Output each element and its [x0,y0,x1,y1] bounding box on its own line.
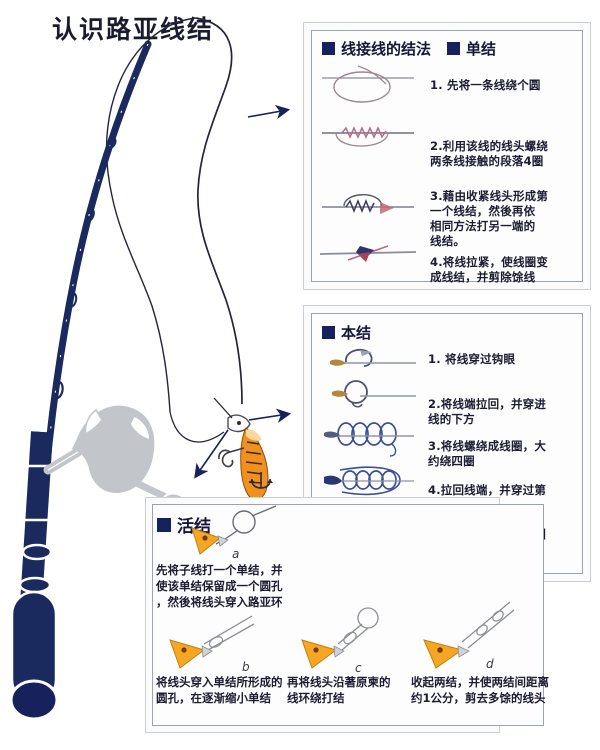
panel-a-heading-1: 线接线的结法 [322,38,431,59]
panel-a-heading-2: 单结 [447,38,496,59]
figure-main-knot-step1 [330,348,416,367]
rod-handle [9,431,59,721]
panel-b-step-3: 3.将线螺绕成线圈，大 约绕四圈 [428,439,547,468]
figure-main-knot-step4 [324,466,414,496]
panel-b-heading: 本结 [322,322,371,343]
caption-b: 将线头穿入单结所形成的 圆孔，在逐渐缩小单结 [156,675,283,705]
figure-single-knot-step4 [319,245,417,262]
panel-b-step-1: 1. 将线穿过钩眼 [428,352,516,366]
caption-c: 再将线头沿著原柬的 线环绕打结 [287,675,391,705]
arrow-to-panel-a [247,104,291,120]
figure-single-knot-step2 [322,126,414,147]
arrow-to-panel-b [248,408,292,423]
label-a: a [232,547,240,561]
fishing-rod-illustration [9,17,269,721]
figure-single-knot-step3 [322,194,414,214]
figure-main-knot-step3 [324,422,414,457]
panel-a-step-3: 3.藉由收紧线头形成第 一个线结，然後再依 相同方法打另一端的 线结。 [430,189,549,248]
panel-a-step-1: 1. 先将一条线绕个圆 [430,78,541,92]
bullet-square-icon [322,42,335,55]
panel-b-step-2: 2.将线端拉回，并穿进 线的下方 [428,397,547,426]
arrow-to-panel-c [194,429,229,479]
caption-a: 先将子线打一个单结，并 使该单结保留成一个圆孔 ，然後将线头穿入路亚环 [156,563,283,609]
figure-loop-knot-b [169,615,255,669]
panel-a-step-4: 4.将线拉紧，使线圈变 成线结，并剪除馀线 [430,255,549,284]
panel-loop-knot [152,504,544,726]
label-c: c [355,661,362,675]
figure-main-knot-step2 [332,380,416,408]
bullet-square-icon [157,517,171,532]
lure-hook-glyph [249,472,273,489]
figure-loop-knot-c [301,607,379,669]
pointer-arrows [194,104,292,479]
label-b: b [242,660,250,674]
figure-single-knot-step1 [322,65,414,103]
bullet-square-icon [322,326,335,339]
panel-a-step-2: 2.利用该线的线头螺绕 两条线接触的段落4圈 [430,139,549,168]
caption-d: 收起两结，并使两结间距离 约1公分，剪去多馀的线头 [411,675,549,705]
figure-loop-knot-a [191,505,277,555]
figure-loop-knot-d [423,601,515,669]
label-d: d [486,657,494,671]
bullet-square-icon [447,42,460,55]
